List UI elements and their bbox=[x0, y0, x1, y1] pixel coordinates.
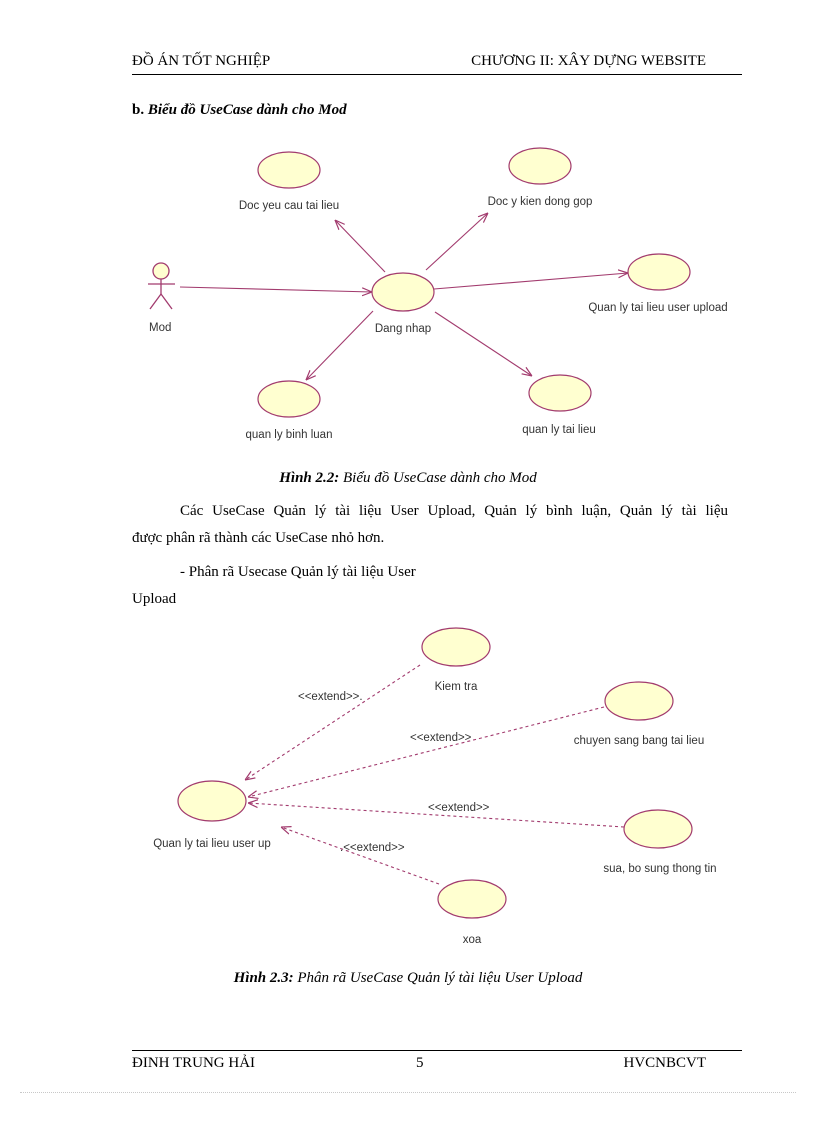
stereotype-extend-1: <<extend>>. bbox=[298, 691, 363, 703]
usecase-diagram-decomposition: Kiem tra chuyen sang bang tai lieu Quan … bbox=[153, 627, 717, 946]
stereotype-extend-2: <<extend>> bbox=[410, 732, 472, 744]
caption-number: Hình 2.3: bbox=[233, 970, 294, 986]
section-label: b. bbox=[132, 102, 145, 118]
label-quan-ly-user-up: Quan ly tai lieu user up bbox=[153, 838, 271, 850]
label-sua-bo-sung: sua, bo sung thong tin bbox=[603, 863, 716, 875]
assoc-mod-login bbox=[179, 286, 372, 292]
label-dang-nhap: Dang nhap bbox=[375, 323, 431, 335]
page-footer: ĐINH TRUNG HẢI 5 HVCNBCVT bbox=[132, 1050, 742, 1073]
usecase-kiem-tra bbox=[421, 627, 491, 667]
stereotype-extend-3: <<extend>> bbox=[428, 802, 490, 814]
extend-chuyen-sang bbox=[248, 706, 605, 797]
assoc-login-doc-y-kien bbox=[425, 213, 488, 271]
page-header: ĐỒ ÁN TỐT NGHIỆP CHƯƠNG II: XÂY DỰNG WEB… bbox=[132, 52, 742, 75]
usecase-quan-ly-upload bbox=[627, 253, 691, 291]
extend-xoa bbox=[281, 827, 440, 885]
header-left: ĐỒ ÁN TỐT NGHIỆP bbox=[132, 53, 271, 69]
actor-mod-label: Mod bbox=[149, 322, 171, 334]
header-right: CHƯƠNG II: XÂY DỰNG WEBSITE bbox=[471, 53, 706, 69]
label-chuyen-sang: chuyen sang bang tai lieu bbox=[574, 735, 704, 747]
extend-kiem-tra bbox=[245, 664, 421, 780]
label-quan-ly-upload: Quan ly tai lieu user upload bbox=[588, 302, 727, 314]
extend-lines bbox=[245, 664, 625, 885]
usecase-xoa bbox=[437, 879, 507, 919]
assoc-login-quan-ly-upload bbox=[433, 273, 628, 290]
label-doc-y-kien: Doc y kien dong gop bbox=[488, 196, 593, 208]
assoc-login-quan-ly-binh-luan bbox=[306, 310, 374, 380]
usecase-quan-ly-tai-lieu bbox=[528, 374, 592, 412]
label-quan-ly-binh-luan: quan ly binh luan bbox=[246, 429, 333, 441]
figure-caption-2-2: Hình 2.2: Biểu đồ UseCase dành cho Mod bbox=[0, 470, 816, 487]
section-title: Biểu đồ UseCase dành cho Mod bbox=[147, 102, 347, 118]
subsection-line-2: Upload bbox=[132, 591, 177, 607]
caption-number: Hình 2.2: bbox=[279, 470, 340, 486]
actor-mod bbox=[148, 262, 175, 310]
association-lines bbox=[179, 213, 628, 380]
footer-institution: HVCNBCVT bbox=[623, 1055, 706, 1071]
label-kiem-tra: Kiem tra bbox=[435, 681, 478, 693]
usecase-diagram-mod: Mod Doc yeu cau tai lieu Doc y kien dong… bbox=[148, 147, 728, 441]
footer-page-number: 5 bbox=[416, 1055, 424, 1071]
subsection-line-1: - Phân rã Usecase Quản lý tài liệu User bbox=[180, 564, 416, 580]
assoc-login-doc-yeu-cau bbox=[335, 220, 386, 273]
paragraph-decomposition: Các UseCase Quản lý tài liệu User Upload… bbox=[132, 498, 728, 552]
usecase-sua-bo-sung bbox=[623, 809, 693, 849]
label-quan-ly-tai-lieu: quan ly tai lieu bbox=[522, 424, 596, 436]
usecase-quan-ly-binh-luan bbox=[257, 380, 321, 418]
label-xoa: xoa bbox=[463, 934, 482, 946]
caption-text: Phân rã UseCase Quản lý tài liệu User Up… bbox=[297, 970, 583, 986]
stereotype-extend-4: .<<extend>> bbox=[340, 842, 405, 854]
caption-text: Biểu đồ UseCase dành cho Mod bbox=[343, 470, 537, 486]
usecase-quan-ly-user-up bbox=[177, 780, 247, 822]
extend-sua-bo-sung bbox=[248, 803, 625, 828]
label-doc-yeu-cau: Doc yeu cau tai lieu bbox=[239, 200, 339, 212]
paragraph-subsection: - Phân rã Usecase Quản lý tài liệu User … bbox=[132, 559, 728, 613]
usecase-chuyen-sang bbox=[604, 681, 674, 721]
usecase-doc-y-kien bbox=[508, 147, 572, 185]
footer-author: ĐINH TRUNG HẢI bbox=[132, 1055, 256, 1071]
usecase-doc-yeu-cau bbox=[257, 151, 321, 189]
assoc-login-quan-ly-tai-lieu bbox=[434, 311, 532, 376]
section-heading: b. Biểu đồ UseCase dành cho Mod bbox=[132, 102, 347, 119]
page-bottom-divider bbox=[20, 1092, 796, 1093]
figure-caption-2-3: Hình 2.3: Phân rã UseCase Quản lý tài li… bbox=[0, 970, 816, 987]
usecase-dang-nhap bbox=[371, 272, 435, 312]
paragraph-line-2: được phân rã thành các UseCase nhỏ hơn. bbox=[132, 530, 385, 546]
paragraph-line-1: Các UseCase Quản lý tài liệu User Upload… bbox=[180, 503, 728, 519]
